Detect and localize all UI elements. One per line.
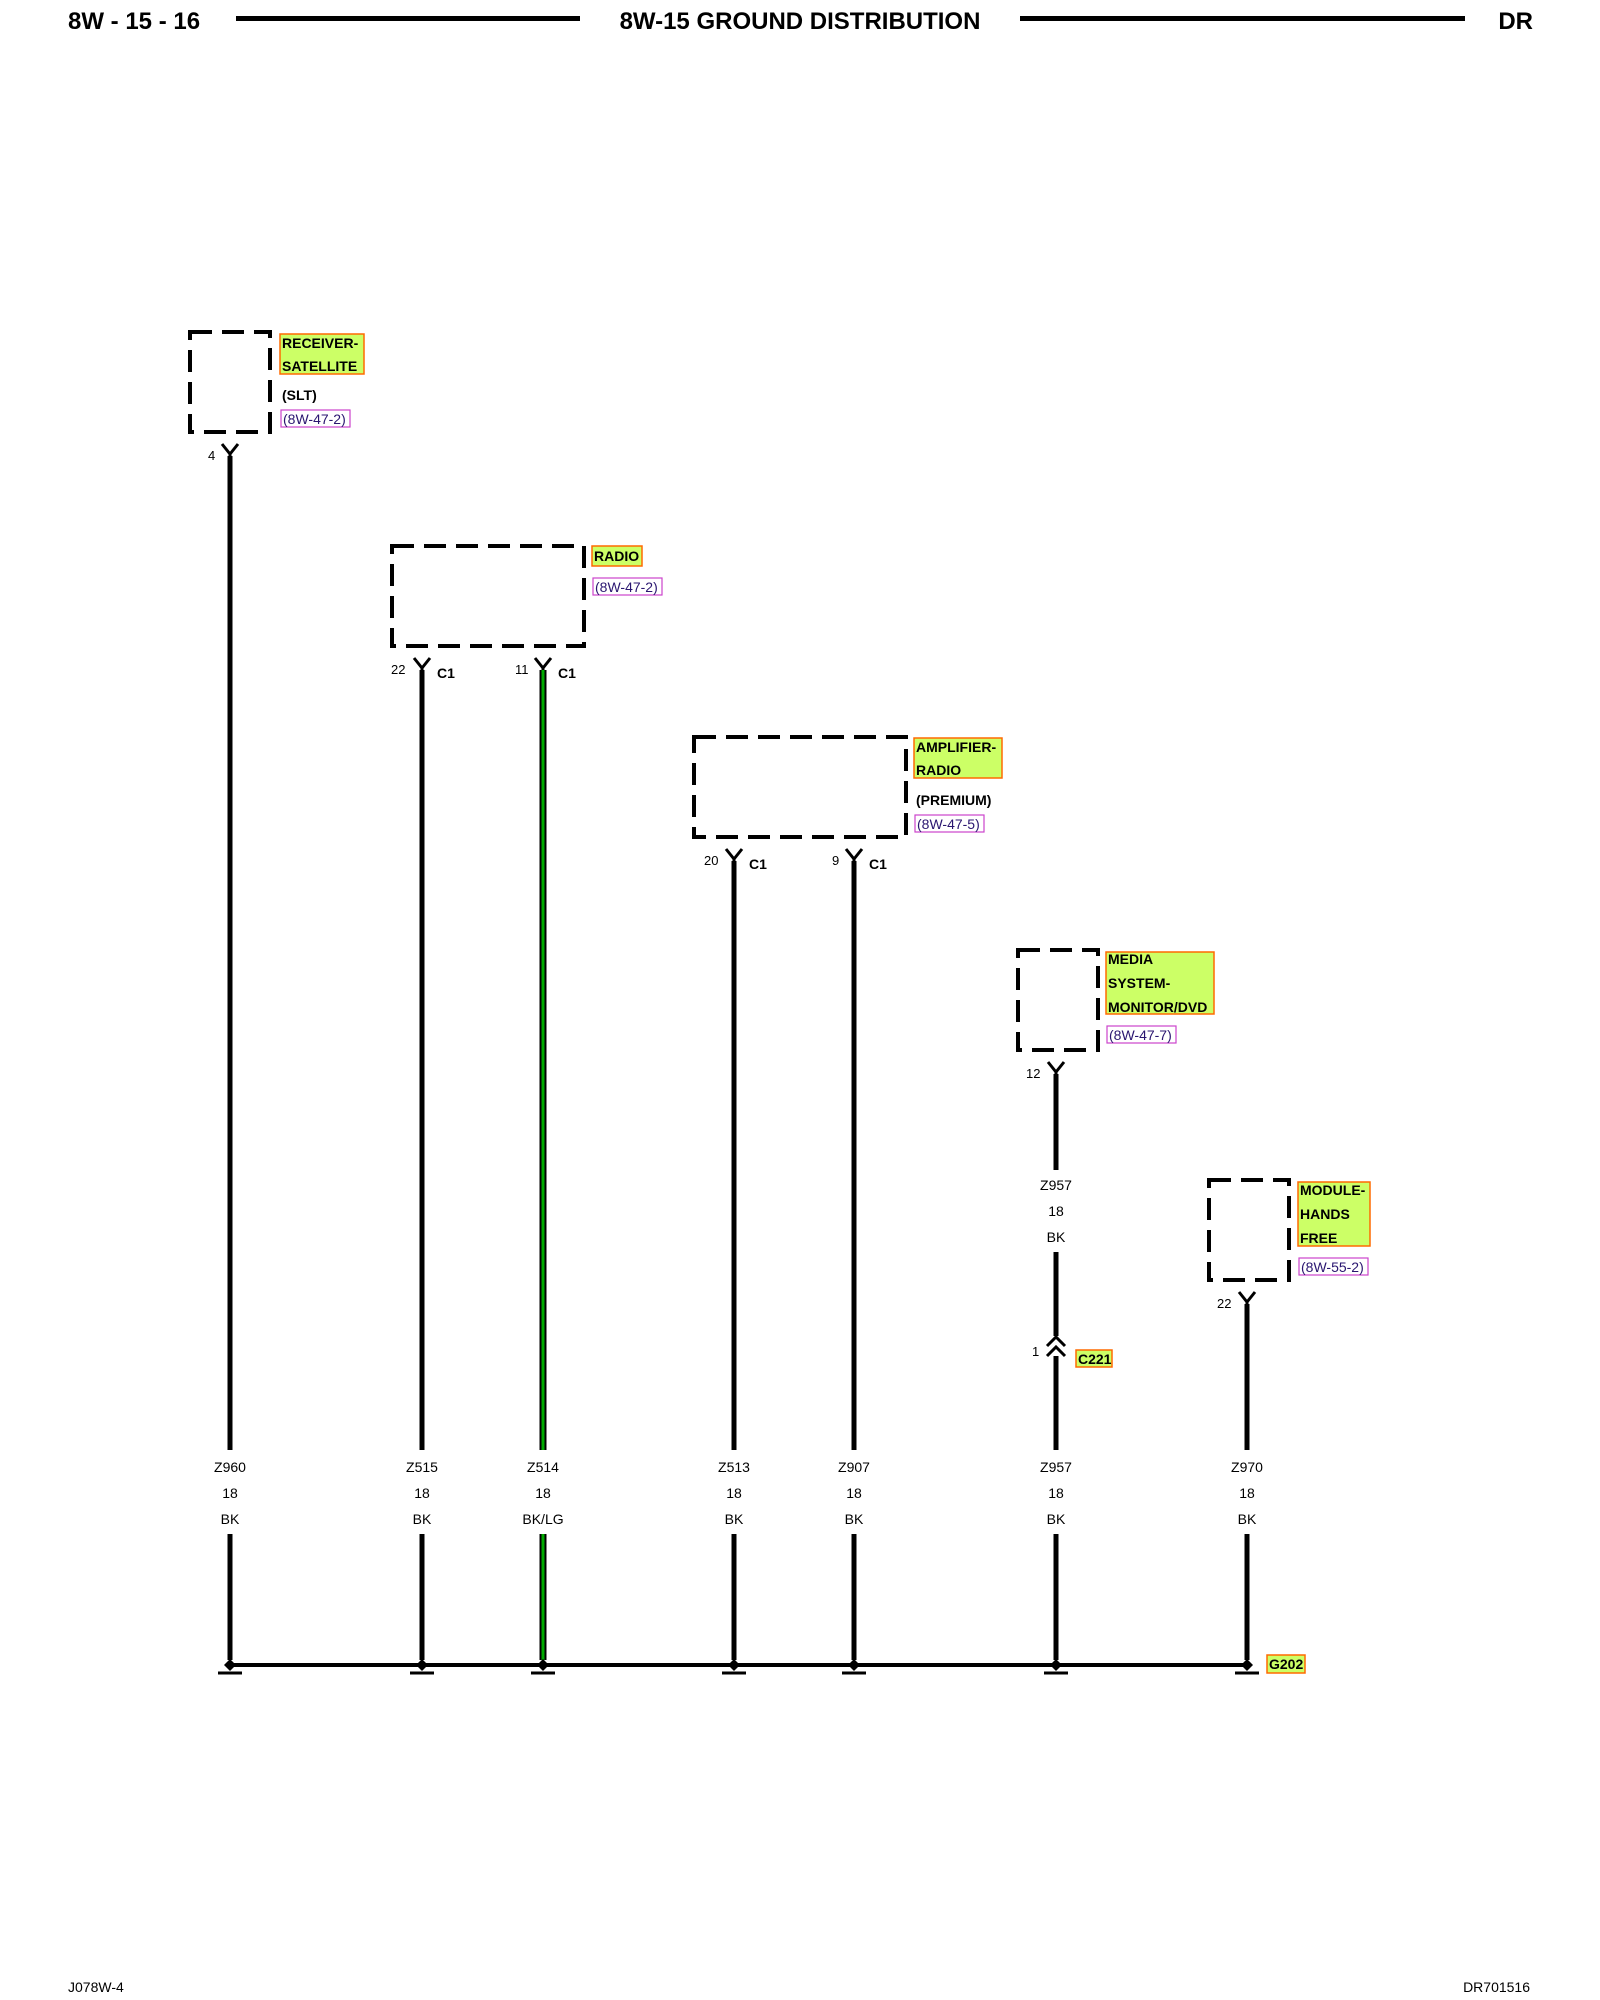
svg-text:Z970: Z970	[1231, 1459, 1263, 1475]
svg-text:18: 18	[726, 1485, 742, 1501]
svg-text:18: 18	[846, 1485, 862, 1501]
svg-text:RECEIVER-: RECEIVER-	[282, 335, 359, 351]
component-label-amplifier-radio: AMPLIFIER- RADIO (PREMIUM) (8W-47-5)	[913, 737, 1003, 833]
svg-text:Z960: Z960	[214, 1459, 246, 1475]
component-box-receiver-satellite[interactable]	[188, 330, 272, 434]
svg-text:MONITOR/DVD: MONITOR/DVD	[1108, 999, 1207, 1015]
svg-text:22: 22	[1217, 1296, 1231, 1311]
svg-text:Z515: Z515	[406, 1459, 438, 1475]
svg-text:(PREMIUM): (PREMIUM)	[916, 792, 991, 808]
svg-text:AMPLIFIER-: AMPLIFIER-	[916, 739, 996, 755]
svg-text:1: 1	[1032, 1344, 1039, 1359]
svg-text:BK: BK	[1047, 1511, 1066, 1527]
svg-text:18: 18	[1048, 1203, 1064, 1219]
svg-text:(8W-55-2): (8W-55-2)	[1301, 1259, 1364, 1275]
svg-text:BK: BK	[1238, 1511, 1257, 1527]
svg-text:C221: C221	[1078, 1351, 1112, 1367]
svg-text:(SLT): (SLT)	[282, 387, 317, 403]
svg-text:C1: C1	[437, 665, 455, 681]
wire-label-z515: Z515 18 BK	[406, 1459, 438, 1527]
wire-label-z907: Z907 18 BK	[838, 1459, 870, 1527]
svg-text:(8W-47-2): (8W-47-2)	[283, 411, 346, 427]
page-title: 8W-15 GROUND DISTRIBUTION	[619, 8, 981, 35]
svg-text:MODULE-: MODULE-	[1300, 1182, 1366, 1198]
svg-text:20: 20	[704, 853, 718, 868]
model-code: DR	[1498, 8, 1533, 35]
svg-text:BK: BK	[845, 1511, 864, 1527]
svg-text:4: 4	[208, 448, 215, 463]
component-label-module-hands-free: MODULE- HANDS FREE (8W-55-2)	[1297, 1181, 1371, 1276]
component-box-amplifier-radio[interactable]	[692, 735, 908, 839]
svg-text:Z513: Z513	[718, 1459, 750, 1475]
wire-label-z957: Z957 18 BK	[1040, 1459, 1072, 1527]
svg-text:(8W-47-5): (8W-47-5)	[917, 816, 980, 832]
splice-z960	[218, 1659, 242, 1675]
svg-text:C1: C1	[558, 665, 576, 681]
inline-connector-c221[interactable]: 1 C221	[1032, 1334, 1113, 1368]
component-box-media-system-monitor[interactable]	[1016, 948, 1100, 1052]
footer-code-right: DR701516	[1463, 1979, 1530, 1995]
component-label-radio: RADIO (8W-47-2)	[591, 545, 663, 596]
splice-z514	[531, 1659, 555, 1675]
wire-label-z514: Z514 18 BK/LG	[522, 1459, 563, 1527]
svg-text:11: 11	[515, 662, 529, 677]
footer-code-left: J078W-4	[68, 1979, 124, 1995]
svg-text:18: 18	[535, 1485, 551, 1501]
svg-text:9: 9	[832, 853, 839, 868]
header-rule-right	[1020, 16, 1465, 21]
svg-text:SATELLITE: SATELLITE	[282, 358, 357, 374]
svg-text:Z907: Z907	[838, 1459, 870, 1475]
svg-text:BK: BK	[413, 1511, 432, 1527]
svg-text:G202: G202	[1269, 1656, 1303, 1672]
component-box-radio[interactable]	[390, 544, 586, 648]
svg-text:(8W-47-2): (8W-47-2)	[595, 579, 658, 595]
component-label-receiver-satellite: RECEIVER- SATELLITE (SLT) (8W-47-2)	[279, 333, 365, 428]
svg-text:18: 18	[1239, 1485, 1255, 1501]
svg-text:MEDIA: MEDIA	[1108, 951, 1153, 967]
svg-text:BK: BK	[725, 1511, 744, 1527]
svg-text:SYSTEM-: SYSTEM-	[1108, 975, 1171, 991]
ground-point-g202[interactable]: G202	[1235, 1654, 1306, 1675]
splice-z907	[842, 1659, 866, 1675]
svg-text:18: 18	[414, 1485, 430, 1501]
page-number: 8W - 15 - 16	[68, 8, 201, 35]
header-rule-left	[236, 16, 580, 21]
svg-text:C1: C1	[749, 856, 767, 872]
svg-text:Z957: Z957	[1040, 1177, 1072, 1193]
svg-text:Z514: Z514	[527, 1459, 559, 1475]
wire-label-z957-upper: Z957 18 BK	[1040, 1177, 1072, 1245]
splice-z513	[722, 1659, 746, 1675]
svg-text:C1: C1	[869, 856, 887, 872]
svg-text:BK: BK	[1047, 1229, 1066, 1245]
svg-text:Z957: Z957	[1040, 1459, 1072, 1475]
svg-text:BK: BK	[221, 1511, 240, 1527]
wire-label-z960: Z960 18 BK	[214, 1459, 246, 1527]
svg-text:18: 18	[222, 1485, 238, 1501]
svg-text:22: 22	[391, 662, 405, 677]
pin-radio-11: 11 C1	[515, 657, 576, 681]
wire-label-z970: Z970 18 BK	[1231, 1459, 1263, 1527]
component-label-media-system-monitor: MEDIA SYSTEM- MONITOR/DVD (8W-47-7)	[1105, 951, 1215, 1044]
pin-amplifier-9: 9 C1	[832, 848, 887, 872]
pin-amplifier-20: 20 C1	[704, 848, 767, 872]
svg-text:FREE: FREE	[1300, 1230, 1337, 1246]
pin-receiver-4: 4	[208, 443, 240, 463]
wire-label-z513: Z513 18 BK	[718, 1459, 750, 1527]
svg-text:12: 12	[1026, 1066, 1040, 1081]
svg-text:BK/LG: BK/LG	[522, 1511, 563, 1527]
svg-text:(8W-47-7): (8W-47-7)	[1109, 1027, 1172, 1043]
svg-text:RADIO: RADIO	[594, 548, 639, 564]
component-box-module-hands-free[interactable]	[1207, 1178, 1291, 1282]
svg-text:HANDS: HANDS	[1300, 1206, 1350, 1222]
svg-text:18: 18	[1048, 1485, 1064, 1501]
splice-z957	[1044, 1659, 1068, 1675]
splice-z515	[410, 1659, 434, 1675]
pin-radio-22: 22 C1	[391, 657, 455, 681]
svg-text:RADIO: RADIO	[916, 762, 961, 778]
page-header: 8W - 15 - 16 8W-15 GROUND DISTRIBUTION D…	[0, 0, 1600, 50]
